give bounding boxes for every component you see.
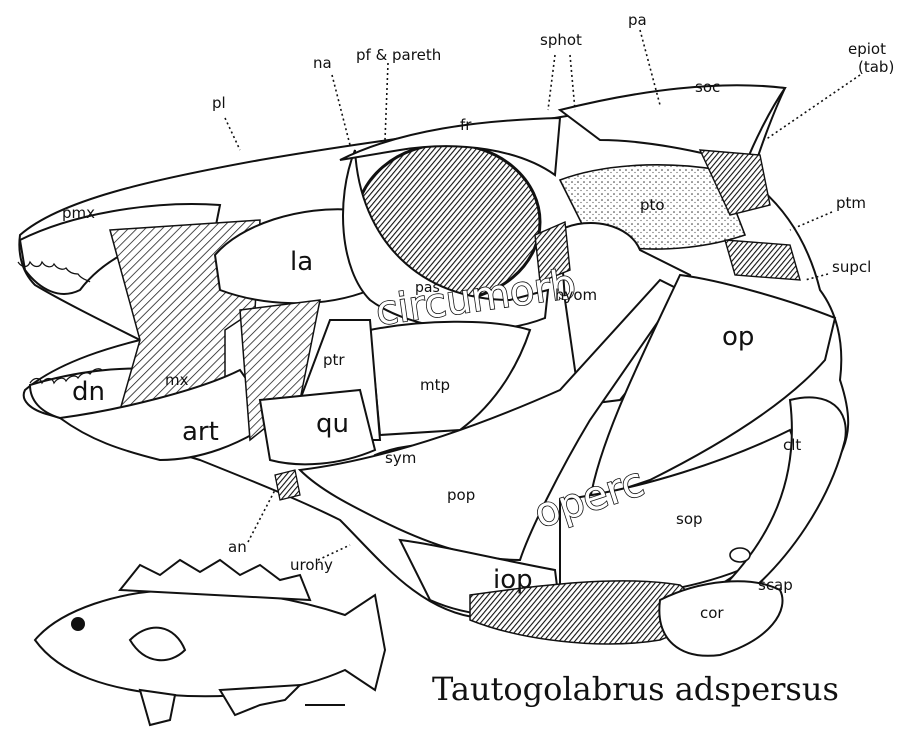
label-pl: pl [212, 94, 226, 112]
label-ptm: ptm [836, 194, 866, 212]
label-epiot: epiot [848, 40, 886, 58]
posttemporal-hatch [725, 240, 800, 280]
caption: Tautogolabrus adspersus [432, 670, 839, 708]
label-scap: scap [758, 576, 793, 594]
scapula-foramen [730, 548, 750, 562]
angular-hatch [275, 470, 300, 500]
label-supcl: supcl [832, 258, 871, 276]
label-op: op [722, 322, 754, 352]
label-pop: pop [447, 486, 475, 504]
label-mx: mx [165, 371, 189, 389]
label-dn: dn [72, 377, 105, 407]
label-urohy: urohy [290, 556, 333, 574]
label-hyom: hyom [555, 286, 597, 304]
label-sym: sym [385, 449, 416, 467]
label-pmx: pmx [62, 204, 95, 222]
label-soc: soc [695, 78, 720, 96]
label-sphot: sphot [540, 31, 582, 49]
whole-fish-illustration [35, 560, 385, 725]
label-cor: cor [700, 604, 724, 622]
label-mtp: mtp [420, 376, 450, 394]
label-pf-pareth: pf & pareth [356, 46, 441, 64]
label-art: art [182, 417, 219, 447]
label-tab: (tab) [858, 58, 894, 76]
label-la: la [290, 247, 313, 277]
label-iop: iop [493, 565, 533, 595]
label-pa: pa [628, 11, 647, 29]
label-clt: clt [783, 436, 801, 454]
label-qu: qu [316, 409, 349, 439]
label-sop: sop [676, 510, 703, 528]
label-ptr: ptr [323, 351, 345, 369]
label-na: na [313, 54, 332, 72]
label-pas: pas [415, 280, 440, 296]
label-fr: fr [460, 116, 472, 134]
label-an: an [228, 538, 247, 556]
label-pto: pto [640, 196, 665, 214]
